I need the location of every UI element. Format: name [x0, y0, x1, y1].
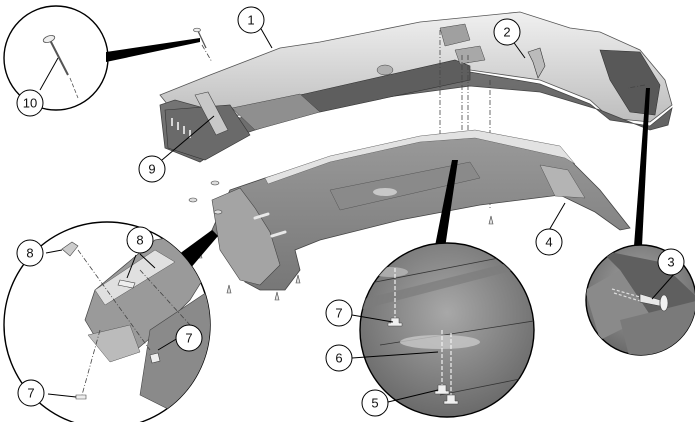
- callout-7-front-bottom: 7: [17, 379, 45, 407]
- svg-text:7: 7: [27, 386, 34, 401]
- upper-console-cover: [159, 11, 673, 163]
- callout-5: 5: [361, 389, 389, 417]
- svg-text:6: 6: [335, 351, 342, 366]
- svg-text:10: 10: [23, 96, 37, 111]
- callout-6: 6: [325, 344, 353, 372]
- svg-text:9: 9: [148, 162, 155, 177]
- detail-view-pin: [3, 5, 200, 111]
- svg-text:8: 8: [136, 233, 143, 248]
- svg-text:3: 3: [667, 255, 674, 270]
- svg-text:5: 5: [371, 396, 378, 411]
- svg-text:4: 4: [545, 235, 552, 250]
- callout-7-front-right: 7: [175, 324, 203, 352]
- callout-4: 4: [535, 228, 563, 256]
- pin-fastener: [193, 27, 207, 49]
- callout-2: 2: [493, 18, 521, 46]
- callout-8-left: 8: [16, 239, 44, 267]
- callout-7-center: 7: [325, 299, 353, 327]
- svg-text:1: 1: [247, 13, 254, 28]
- svg-text:7: 7: [335, 306, 342, 321]
- svg-text:7: 7: [185, 331, 192, 346]
- lower-console-panel: [211, 129, 631, 291]
- detail-view-center-fasteners: [351, 160, 535, 418]
- callout-3: 3: [657, 248, 685, 276]
- svg-text:8: 8: [26, 246, 33, 261]
- callout-1: 1: [237, 6, 265, 34]
- callout-8-right: 8: [126, 226, 154, 254]
- callout-9: 9: [138, 155, 166, 183]
- callout-10: 10: [16, 89, 44, 117]
- detail-view-rear-fastener: [585, 88, 695, 356]
- svg-text:2: 2: [503, 25, 510, 40]
